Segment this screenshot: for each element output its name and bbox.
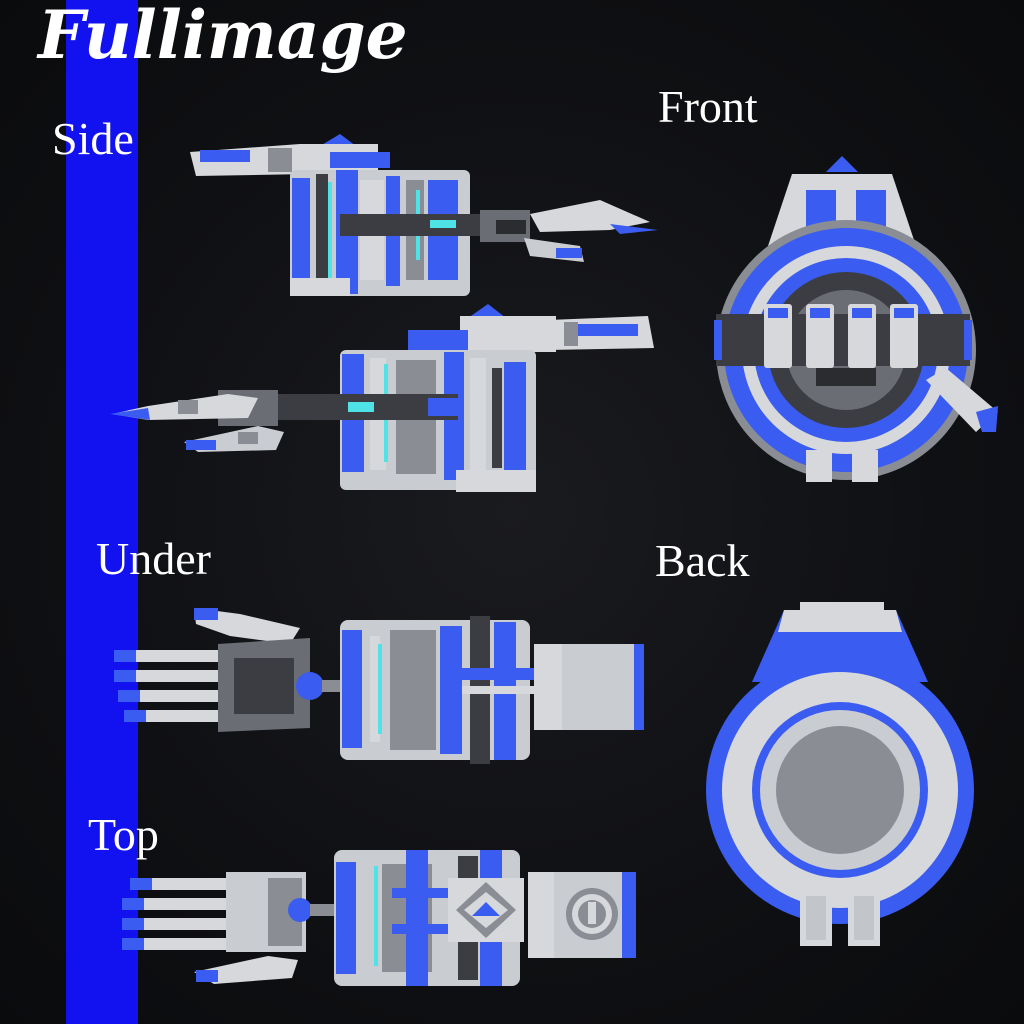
page-title: Fullimage <box>38 0 408 74</box>
side-view-lower-render <box>110 304 654 492</box>
side-view-upper-render <box>190 134 658 296</box>
back-view-render <box>706 602 974 946</box>
label-front: Front <box>658 81 758 132</box>
label-under: Under <box>96 533 211 584</box>
under-view-render <box>114 608 644 764</box>
top-view-render <box>122 850 636 986</box>
label-back: Back <box>655 535 750 586</box>
blue-stripe <box>66 0 138 1024</box>
label-top: Top <box>88 809 159 860</box>
front-view-render <box>714 156 998 482</box>
label-side: Side <box>52 113 134 164</box>
